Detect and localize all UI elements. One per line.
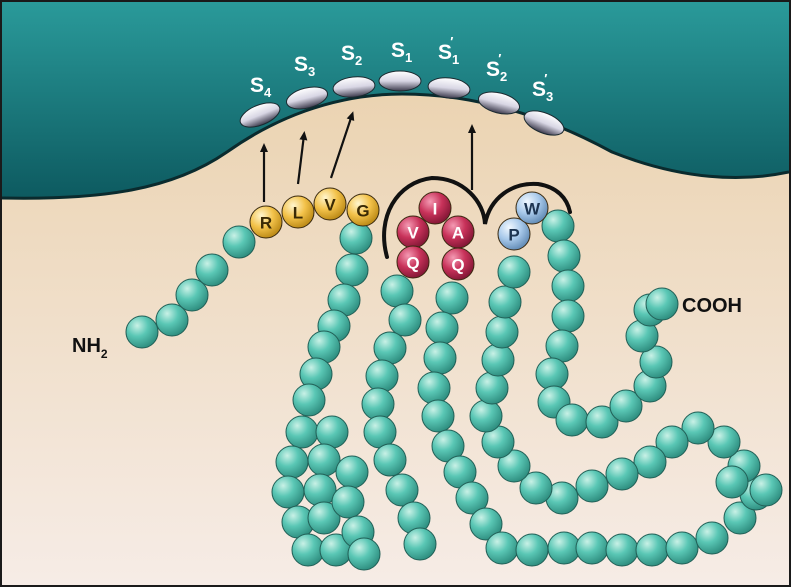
residue-bead bbox=[418, 372, 450, 404]
residue-bead bbox=[486, 316, 518, 348]
c-terminus-label: COOH bbox=[682, 295, 742, 317]
recognition-residue-letter: G bbox=[356, 202, 369, 221]
residue-bead bbox=[476, 372, 508, 404]
residue-bead bbox=[308, 444, 340, 476]
residue-bead bbox=[364, 416, 396, 448]
recognition-residue: R bbox=[250, 206, 282, 238]
residue-bead bbox=[404, 528, 436, 560]
residue-bead bbox=[374, 444, 406, 476]
recognition-residue: V bbox=[314, 188, 346, 220]
residue-bead bbox=[340, 222, 372, 254]
residue-bead bbox=[750, 474, 782, 506]
residue-bead bbox=[489, 286, 521, 318]
residue-bead bbox=[223, 226, 255, 258]
residue-bead bbox=[276, 446, 308, 478]
residue-bead bbox=[348, 538, 380, 570]
residue-bead bbox=[498, 256, 530, 288]
residue-bead bbox=[126, 316, 158, 348]
cleavage-residue-letter: V bbox=[407, 224, 419, 243]
residue-bead bbox=[552, 270, 584, 302]
residue-bead bbox=[293, 384, 325, 416]
residue-bead bbox=[292, 534, 324, 566]
residue-bead bbox=[548, 240, 580, 272]
residue-bead bbox=[696, 522, 728, 554]
cleavage-residue-letter: Q bbox=[451, 256, 464, 275]
cleavage-residue: V bbox=[397, 216, 429, 248]
residue-bead bbox=[576, 532, 608, 564]
residue-bead bbox=[516, 534, 548, 566]
residue-bead bbox=[636, 534, 668, 566]
residue-bead bbox=[546, 330, 578, 362]
cleavage-residue: A bbox=[442, 216, 474, 248]
residue-bead bbox=[424, 342, 456, 374]
cleavage-residue: I bbox=[419, 192, 451, 224]
recognition-residue-letter: V bbox=[324, 196, 336, 215]
cleavage-residue-letter: I bbox=[433, 200, 438, 219]
recognition-residue: L bbox=[282, 196, 314, 228]
residue-bead bbox=[336, 254, 368, 286]
residue-bead bbox=[381, 275, 413, 307]
residue-bead bbox=[332, 486, 364, 518]
prime-residue-letter: W bbox=[524, 200, 541, 219]
residue-bead bbox=[386, 474, 418, 506]
residue-bead bbox=[304, 474, 336, 506]
residue-bead bbox=[646, 288, 678, 320]
recognition-residue: G bbox=[347, 194, 379, 226]
residue-bead bbox=[552, 300, 584, 332]
residue-bead bbox=[470, 400, 502, 432]
cleavage-residue-letter: Q bbox=[406, 254, 419, 273]
residue-bead bbox=[536, 358, 568, 390]
cleavage-residue: Q bbox=[442, 248, 474, 280]
residue-bead bbox=[316, 416, 348, 448]
residue-bead bbox=[666, 532, 698, 564]
residue-bead bbox=[634, 446, 666, 478]
residue-bead bbox=[422, 400, 454, 432]
residue-bead bbox=[576, 470, 608, 502]
residue-bead bbox=[366, 360, 398, 392]
prime-residue: W bbox=[516, 192, 548, 224]
cleavage-residue: Q bbox=[397, 246, 429, 278]
residue-bead bbox=[486, 532, 518, 564]
recognition-residue-letter: R bbox=[260, 214, 272, 233]
residue-bead bbox=[482, 344, 514, 376]
residue-bead bbox=[606, 458, 638, 490]
residue-bead bbox=[196, 254, 228, 286]
subsite-pocket bbox=[379, 71, 421, 91]
residue-bead bbox=[426, 312, 458, 344]
residue-bead bbox=[362, 388, 394, 420]
residue-bead bbox=[389, 304, 421, 336]
residue-bead bbox=[556, 404, 588, 436]
residue-bead bbox=[336, 456, 368, 488]
residue-bead bbox=[286, 416, 318, 448]
prime-residue-letter: P bbox=[508, 226, 519, 245]
residue-bead bbox=[548, 532, 580, 564]
cleavage-residue-letter: A bbox=[452, 224, 464, 243]
residue-bead bbox=[272, 476, 304, 508]
residue-bead bbox=[606, 534, 638, 566]
recognition-residue-letter: L bbox=[293, 204, 303, 223]
residue-bead bbox=[716, 466, 748, 498]
residue-bead bbox=[436, 282, 468, 314]
residue-bead bbox=[374, 332, 406, 364]
